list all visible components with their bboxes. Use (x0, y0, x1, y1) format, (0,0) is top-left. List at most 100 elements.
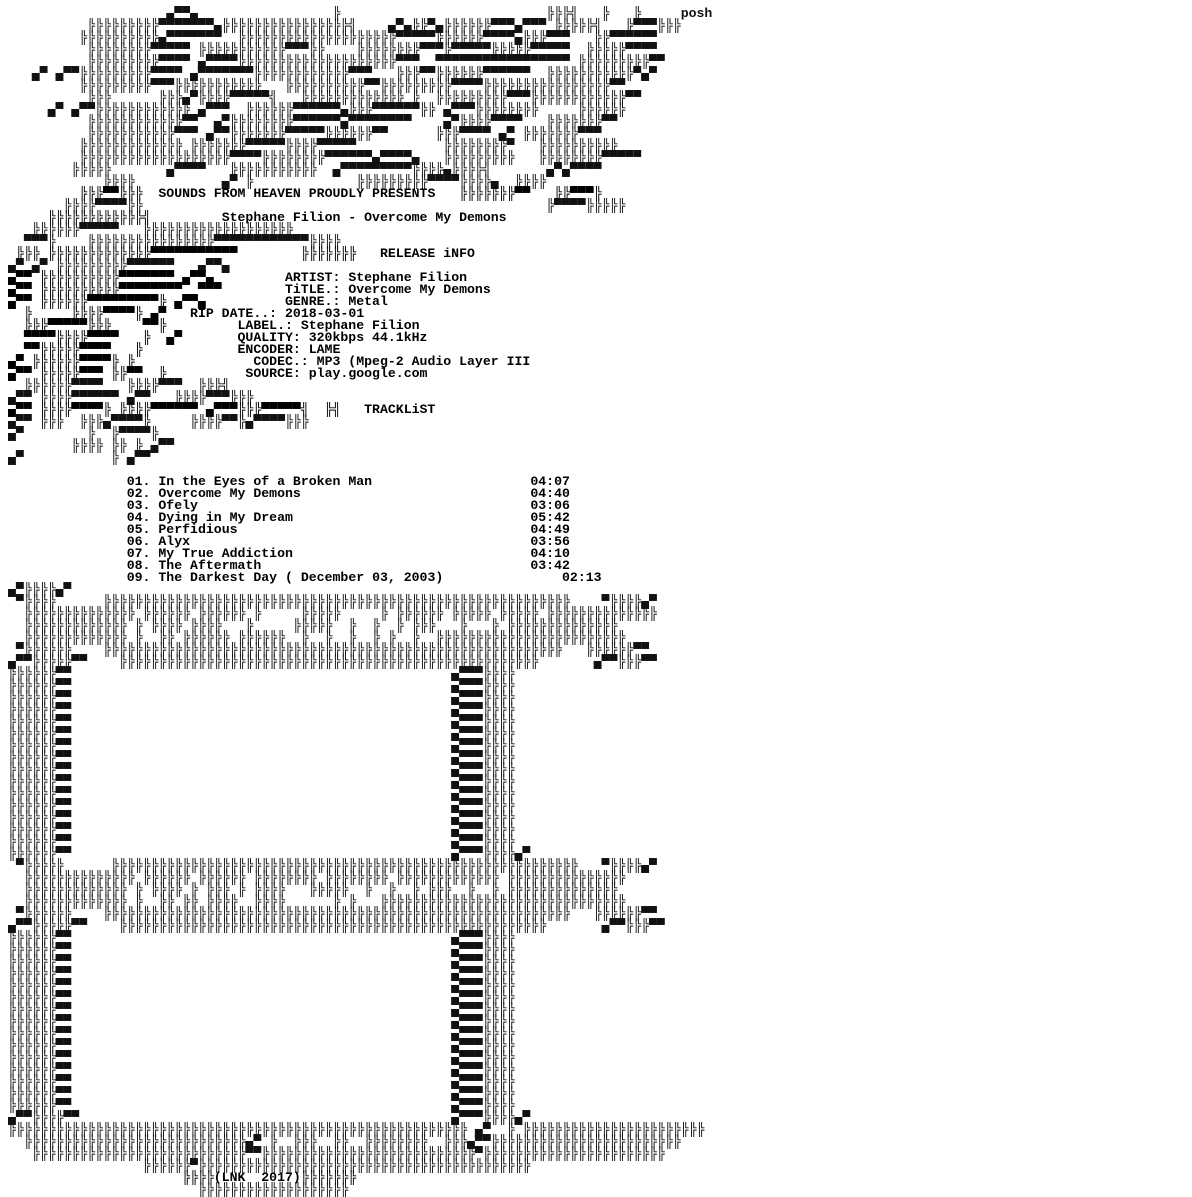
ascii-art-row: ╠╠╠╠╠╠▀▀ ▄▀▀▀╠╠╠╠▄▀ (8, 846, 531, 861)
ascii-art-row: ╠╠╠╠╠╠╠╠╠▀▀▀▀▀▀▀▄╠╠╠╠╠╠╠╠╠╠╠╠╠╠╠╠╣ ▄▀▄╠╠… (8, 18, 681, 33)
title-label: TiTLE.: (284, 282, 341, 297)
ascii-art-row: ╠╠╠╠╠ ▄▀▀▀▀ ╠╠╠╠╠╠╠╠╠╠╠ ▄▀▀▀▀▀▀▀▀▀╠╠╠╠▄╠… (8, 162, 602, 177)
quality-label: QUALITY: (237, 330, 301, 345)
tracklist-row: 01. In the Eyes of a Broken Man 04:07 (8, 474, 712, 489)
track-number: 08. (126, 558, 151, 573)
ascii-art-row: ╠╠╠╠ ╠╠ ╠ ▄▀▀ (8, 438, 175, 453)
info-rip-date-line: ╠ ╠╠╠╠▀▀▀▀╠ ▄▀ RIP DATE..: 2018-03-01 (8, 306, 365, 321)
tracklist-row: 04. Dying in My Dream 05:42 (8, 510, 712, 525)
ascii-art-row: ╠╠╠╠╠╠▀▀ ▄▀▀▀╠╠╠╠ (8, 702, 515, 717)
ascii-art-row: ╠╠╠╠╠╠▀▀ ▄▀▀▀╠╠╠╠ (8, 978, 515, 993)
ascii-art-row: ╠╠╠╠╠╠▀▀ ▄▀▀▀╠╠╠╠ (8, 954, 515, 969)
ascii-art-row: ╠╠╠╠╠╠▀▀ ▄▀▀▀╠╠╠╠ (8, 786, 515, 801)
ascii-art-row: ╠╠╠╠╠╠▀▀ ▄▀▀▀╠╠╠╠ (8, 966, 515, 981)
track-number: 01. (126, 474, 151, 489)
track-time: 03:42 (530, 558, 570, 573)
ascii-art-row: ╠╠╠╠╠╠▀▀ ▄▀▀▀╠╠╠╠ (8, 834, 515, 849)
ascii-art-row: ╠╠╠╠╠╠╠╠╠╠╠╠╠╠╠╠╠╠╠▀▀▀▀╠╠╠╠╠╠╠╠▀▀▀▀▀▀▄▀▀… (8, 150, 642, 165)
ascii-art-row: ▄▀ ╠ ╠▀▀▀▀╠ (8, 426, 159, 441)
track-title: Dying in My Dream (158, 510, 293, 525)
ascii-art-row: ╠╠╠╠╠╠╠╠▀▀▀▀▀ ╠╠╠╠╠╠╠╠╠╠╠▀▀▀╠╠ ╠╠╠╠╠╠╠╠▀… (8, 42, 657, 57)
track-time: 04:10 (530, 546, 570, 561)
track-number: 05. (126, 522, 151, 537)
track-time: 04:40 (530, 486, 570, 501)
track-title: My True Addiction (158, 546, 293, 561)
track-title: The Darkest Day ( December 03, 2003) (158, 570, 444, 585)
ascii-art-row: ╠╠╠╠╠╠╠╠╠╠╠╠╠╠╠╠╠╠╠╠╠╠╠╠╠╠╠╠╠╠╠╠╠╠╠╠╠╠╠╠… (8, 1122, 705, 1137)
ascii-art-row: ╠╠╠╠╠╠▀▀ ▄▀▀▀╠╠╠╠ (8, 726, 515, 741)
ascii-art-row: ▄▀▀╠╠╠╠╠▀▀ ╠╠╠╠╠╠╠╠╠╠╠╠╠╠╠╠╠╠╠╠╠╠╠╠╠╠╠╠╠… (8, 918, 665, 933)
ascii-art-row: ╠╠╠╠╠╠╠╠╠╠╠╠╠ ╠ ╠╠╠╠ ╠ ╠╠╠ ╠ ╠╠╠╠ ╠╠╠╠╠ … (8, 882, 618, 897)
ascii-art-row: ▄▀▀╠╠╠╠╠▀▀ ╠╠╠╠╠╠╠╠╠╠╠╠╠╠╠╠╠╠╠╠╠╠╠╠╠╠╠╠╠… (8, 654, 657, 669)
label-value: Stephane Filion (300, 318, 420, 333)
ascii-art-row: ▀╠╠╠╠╠╠ ╠╠╠╠╠╠╠╠╠╠╠╠╠╠╠╠╠╠╠╠╠╠╠╠╠╠╠╠╠╠╠╠… (8, 642, 650, 657)
ascii-art-row: ▄▀▀ ╠╠╠╠▀▀▀▀▀▀ ▄▀▀ ╠╠╠╠▀▀▀╠╠╠ (8, 390, 254, 405)
release-info-heading-line: ╠╠╠ ╠╠╠╠╠╠╠╠╠╠╠╠╠▀▀▀▀▀▀▀▀▀▀▀ ╠╠╠╠╠╠╠ REL… (8, 246, 475, 261)
info-encoder-line: ▀▀╠╠╠╠╠▀▀▀▀ ╠ ENCODER: LAME (8, 342, 341, 357)
ascii-art-row: ╠╠╠╠╠╠▀▀ ▄▀▀▀╠╠╠╠ (8, 1002, 515, 1017)
ascii-art-row: ╠╠╠╠╠╠╠╠╠╠╠▀▀▀ ▄▀▀╠╠╠╠╠╠╠▀▀▀▀▀╠╠╠╠╠╠▀▀ ╠… (8, 126, 602, 141)
presents-text: SOUNDS FROM HEAVEN PROUDLY PRESENTS (158, 186, 436, 201)
ascii-art-row: ╠╠╠╠╠╠╠╠╠╠╠╠╠╠╠╠╠╠╠ (8, 1182, 349, 1197)
track-title: Alyx (158, 534, 191, 549)
ascii-art-row: ╠╠╠╠╠╠▀▀ ▄▀▀▀╠╠╠╠ (8, 1074, 515, 1089)
track-time: 04:07 (530, 474, 570, 489)
source-label: SOURCE: (245, 366, 301, 381)
track-number: 02. (126, 486, 151, 501)
ascii-art-row: ╠╠╠╠╠╠╠╠╠▀▀▀╠╠╠╠╠╠╠╠╠╠╠ ╠╠╠╠╠╠╠╠╠╠▀▀╠╠╠╠… (8, 78, 626, 93)
track-title: Ofely (158, 498, 198, 513)
ascii-art-row: ▄▀▀▄ ╠ ╠╠╠╣ ╠ ╠ posh (8, 6, 713, 21)
ascii-art-row: ▀╠╠╠╠ ╠╠╠╠╠╠╠╠╠╠╠╠╠╠╠╠╠╠╠╠╠╠╠╠╠╠╠╠╠╠╠╠╠╠… (8, 594, 657, 609)
ascii-art-row: ╠╠╠╠╠╠▀▀▀▀ ╠╠╠╠▀▀▀ ╠╠╠╣ (8, 378, 230, 393)
ascii-art-row: ▀╠╠╠╠╠ ╠╠╠╠╠╠╠╠╠╠╠╠╠╠╠╠╠╠╠╠╠╠╠╠╠╠╠╠╠╠╠╠╠… (8, 858, 657, 873)
ascii-art-row: ╠╠╠╠╠╠╠╠╠╠╠╠▀▀ ▄▀╠╠╠╠╠╠╠╠▀▀▀▀▀▀▄▀▀▀▀▀▀▀▀… (8, 114, 618, 129)
ascii-art-row: ▄▀▀╠╠╠╠▀▀ ▄▀▀▀╠╠╠╠▄▀ (8, 1110, 531, 1125)
encoder-label: ENCODER: (237, 342, 301, 357)
track-number: 09. (126, 570, 151, 585)
tracklist-row: 06. Alyx 03:56 (8, 534, 712, 549)
codec-label: CODEC.: (253, 354, 309, 369)
ascii-art-row: ╠╠╠╠╠╠▀▀ ▄▀▀▀╠╠╠╠ (8, 1038, 515, 1053)
release-info-heading: RELEASE iNFO (379, 246, 475, 261)
ascii-art-row: ╠╠╠╠╠╠▀▀ ▄▀▀▀╠╠╠╠ (8, 750, 515, 765)
ascii-art-row: ╠╠╠╠╠╠╠╠╠╠╠╠╠╠ ╠╠╠╠╠╠ ╠╠╠╠╠╠ ╠ ╠╠╠╠╠ ╠ ╠… (8, 606, 657, 621)
rip-date-value: 2018-03-01 (285, 306, 365, 321)
artist-value: Stephane Filion (348, 270, 468, 285)
info-label-line: ╠╠╠▀▀▀▀▀╠╠╠ ▀▀╠ LABEL.: Stephane Filion (8, 318, 420, 333)
title-value: Overcome My Demons (348, 282, 491, 297)
release-title-line: ╠╠╠╠╠╠╠╠╠╠╠╠╣ Stephane Filion - Overcome… (8, 210, 507, 225)
quality-value: 320kbps 44.1kHz (308, 330, 428, 345)
ascii-art-row: ╠╠╠╠╠╠▀▀ ▄▀▀▀╠╠╠╠ (8, 798, 515, 813)
codec-value: MP3 (Mpeg-2 Audio Layer III (316, 354, 531, 369)
ascii-art-row: ▄▀▀ ╠╠╠ ╠╠╠▄▀▀▀▀╠ ╠╠╠╠▀▀╠▄▀▀▀▀╠╠╠ (8, 414, 309, 429)
ascii-art-row: ╠╠╠╠▀▀▀▀╠╠ ╠▀▀▀▀╠╠╠╠╠ (8, 198, 626, 213)
tracklist-heading-line: ▄▀▀ ╠╠╠╠▀▀▀▀╠ ╠╠╠╠▀▀▀▀▀▀ ▄▀▀▀╠╠╠▀▀▀▀▀╣ ╠… (8, 402, 436, 417)
ascii-art-row: ╠╠╠╠╠╠▀▀ ▄▀▀▀╠╠╠╠ (8, 738, 515, 753)
ascii-art-row: ╠╠╠╠╠╠▀▀ ▄▀▀▀╠╠╠╠ (8, 990, 515, 1005)
ascii-art-row: ▄▀ ▄▀ ╠╠╠╠╠╠╠╠╠▀▀▀▀▀▀ ▄▀▀▄ (8, 258, 230, 273)
rip-date-label: RIP DATE..: (190, 306, 278, 321)
track-title: In the Eyes of a Broken Man (158, 474, 373, 489)
ascii-art-row: ╠╠╠╠╠╠▀▀ ▄▀▀▀╠╠╠╠ (8, 666, 515, 681)
ascii-art-row: ╠╠╠╠╠╠╠╠╠╠╠╠╠ ╠ ╠╠╠╠ ╠╠╠╠ ╠ ╠╠╠╠╠ ╠ ╠ ╠ … (8, 618, 618, 633)
ascii-art-row: ╠╠╠╠╠╠▀▀ ▄▀▀▀╠╠╠╠ (8, 822, 515, 837)
info-title-line: ▄▀▀ ╠╠╠╠╠╠╠╠╠╠▀▀▀▀▀▀▀▀ ▀▀▀ TiTLE.: Overc… (8, 282, 491, 297)
track-number: 07. (126, 546, 151, 561)
header-tag: posh (680, 6, 713, 21)
label-label: LABEL.: (237, 318, 293, 333)
info-quality-line: ▀▀▀▀╠╠╠╠▀▀▀▀ ╠ ▄▀ QUALITY: 320kbps 44.1k… (8, 330, 428, 345)
tracklist-row: 09. The Darkest Day ( December 03, 2003)… (8, 570, 712, 585)
ascii-art-row: ▄▀╠╠╠╠▄▀ (8, 582, 72, 597)
track-number: 04. (126, 510, 151, 525)
track-time: 05:42 (530, 510, 570, 525)
ascii-art-row: ▄▀ ▄▀▀╠╠╠╠╠╠╠╠╠╠╠╠ ▄▀▀▀ ╠╠╠╠╠╠▀▀▀▀▀▀▄╠╠╠… (8, 102, 626, 117)
info-source-line: ▄▀▀ ╠╠╠╠╠▀▀▀ ╠╠▀▀ ╠ SOURCE: play.google.… (8, 366, 428, 381)
genre-value: Metal (348, 294, 388, 309)
tracklist-row: 03. Ofely 03:06 (8, 498, 712, 513)
ascii-art-row: ╠╠╠╠╠╠▀▀ ▄▀▀▀╠╠╠╠ (8, 762, 515, 777)
encoder-value: LAME (308, 342, 341, 357)
ascii-art-row: ╠╠╠╠╠╠▀▀ ▄▀▀▀╠╠╠╠ (8, 810, 515, 825)
track-number: 03. (126, 498, 151, 513)
ascii-art-row: ╠╠╠╠╠╠╠╠╠╠╠╠╠╠╠╠╠╠╠╠╠╠╠╠╠╠╠▀▀╠╠╠╠╠╠╠╠╠╠╠… (8, 1146, 665, 1161)
track-time: 03:56 (530, 534, 570, 549)
